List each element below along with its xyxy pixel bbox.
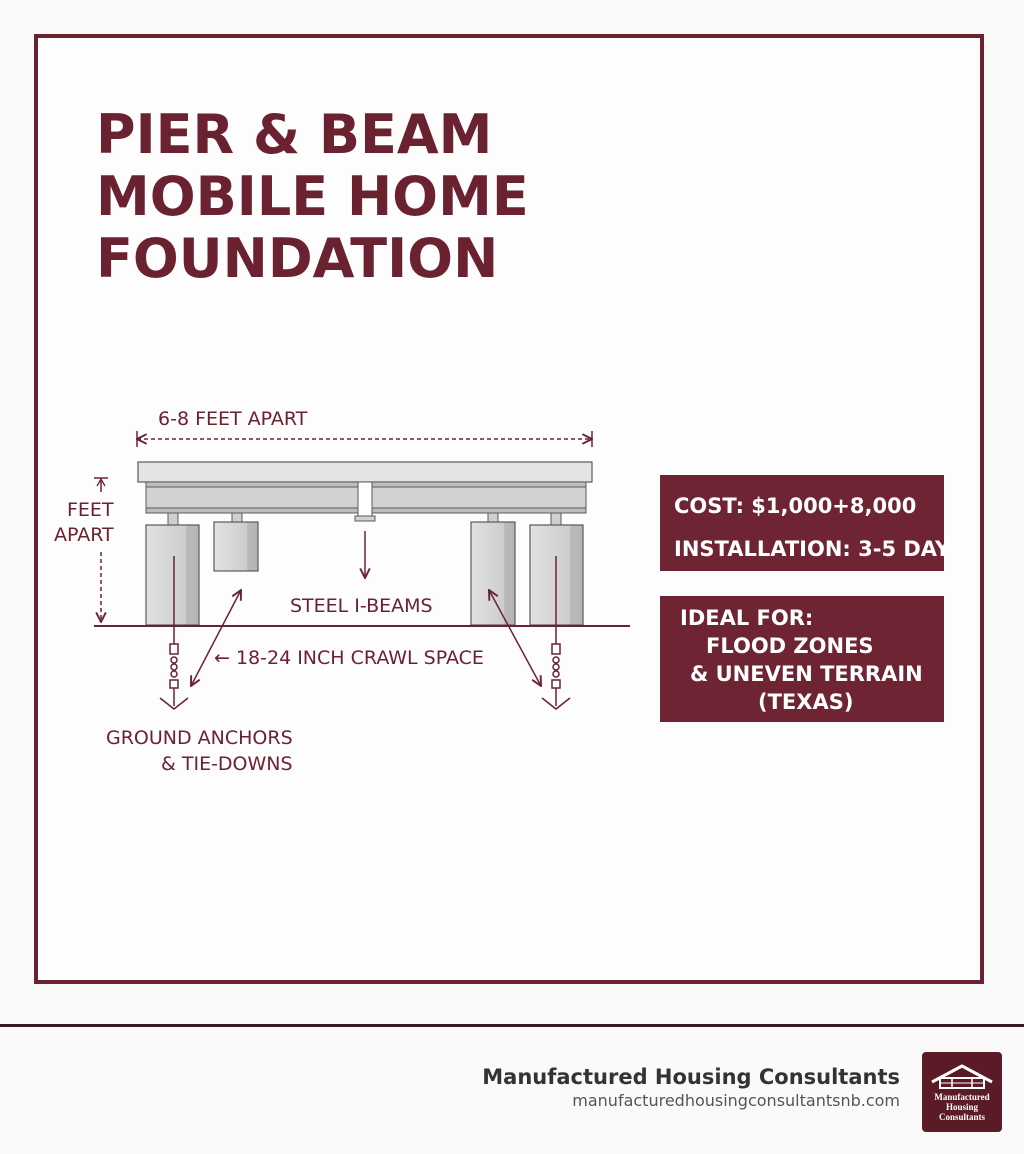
height-label-1: FEET [67,499,114,521]
ground-anchor-icon [541,643,571,710]
company-url[interactable]: manufacturedhousingconsultantsnb.com [572,1091,900,1110]
span-label: 6-8 FEET APART [158,408,308,430]
cost-text: COST: $1,000+8,000 [674,494,917,518]
ideal-flood-zones: FLOOD ZONES [706,634,874,658]
ideal-for-box: IDEAL FOR: FLOOD ZONES & UNEVEN TERRAIN … [660,596,944,722]
brand-block: Manufactured Housing Consultants manufac… [482,1064,900,1112]
ideal-heading: IDEAL FOR: [680,606,814,630]
crawl-space-label: ← 18-24 INCH CRAWL SPACE [214,647,484,669]
pier-3 [470,521,516,626]
logo-text: Manufactured Housing Consultants [922,1092,1002,1122]
pier-2 [213,521,259,572]
company-name: Manufactured Housing Consultants [482,1065,900,1089]
height-dimension [94,477,108,622]
span-dimension [137,431,592,447]
foundation-diagram: 6-8 FEET APART FEET APART STEEL I-BEAMS [54,408,630,775]
installation-text: INSTALLATION: 3-5 DAYS [674,537,966,561]
tie-rods [173,556,557,644]
steel-i-beam [145,481,587,522]
house-logo-icon [931,1064,993,1089]
title-line-3: FOUNDATION [96,227,499,290]
page-title: PIER & BEAM MOBILE HOME FOUNDATION [96,104,529,290]
ideal-uneven-terrain: & UNEVEN TERRAIN [690,662,923,686]
ideal-texas: (TEXAS) [758,690,854,714]
pier-1 [145,524,200,626]
logo-text-line-2: Housing [945,1102,978,1112]
floor-deck [137,461,593,483]
company-logo: Manufactured Housing Consultants [922,1052,1002,1132]
height-label-2: APART [54,524,114,546]
ground-anchor-icon [159,643,189,710]
crawl-arrow-left [191,590,241,686]
anchors-label-2: & TIE-DOWNS [161,753,293,775]
crawl-arrow-right [489,590,541,686]
cost-info-box: COST: $1,000+8,000 INSTALLATION: 3-5 DAY… [660,475,966,571]
anchors-label-1: GROUND ANCHORS [106,727,293,749]
footer-divider [0,1024,1024,1027]
beam-label: STEEL I-BEAMS [290,595,433,617]
logo-text-line-1: Manufactured [934,1092,990,1102]
logo-text-line-3: Consultants [938,1112,985,1122]
title-line-2: MOBILE HOME [96,165,529,228]
title-line-1: PIER & BEAM [96,103,493,166]
